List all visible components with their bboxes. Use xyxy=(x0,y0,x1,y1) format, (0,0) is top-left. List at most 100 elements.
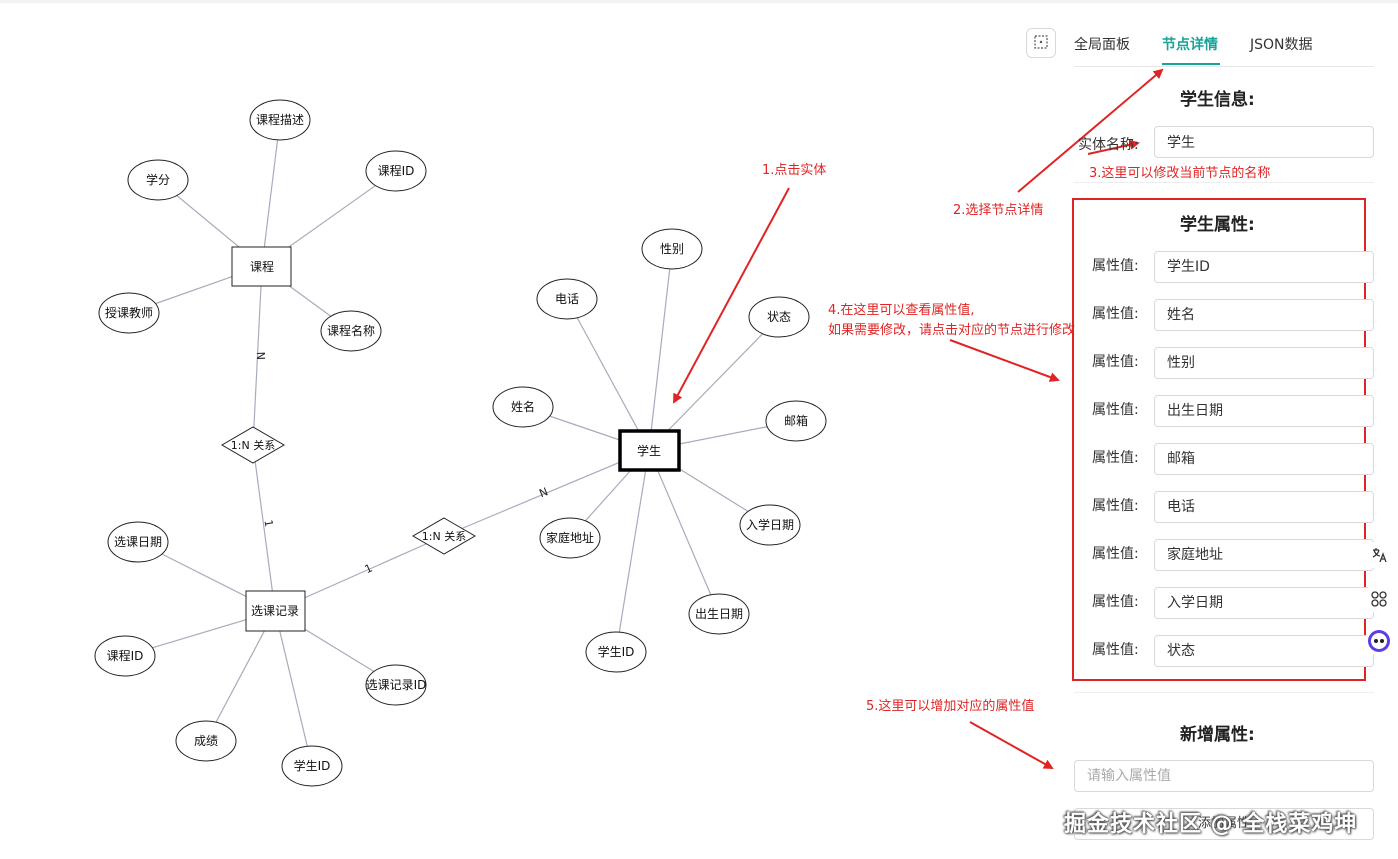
attribute-course-credit[interactable]: 学分 xyxy=(127,159,189,201)
new-attribute-title: 新增属性: xyxy=(1180,725,1255,745)
watermark: 掘金技术社区 @ 全栈菜鸡坤 xyxy=(1064,812,1358,837)
entity-course[interactable]: 课程 xyxy=(231,246,292,287)
active-tab-indicator xyxy=(1162,63,1220,65)
top-border xyxy=(0,0,1398,3)
attribute-value-field[interactable]: 状态 xyxy=(1154,635,1374,667)
divider xyxy=(1074,692,1374,693)
attribute-student-gender[interactable]: 性别 xyxy=(641,228,703,270)
attribute-course-teacher[interactable]: 授课教师 xyxy=(98,292,160,334)
attribute-student-id[interactable]: 学生ID xyxy=(585,631,647,673)
attribute-label: 属性值: xyxy=(1092,450,1139,466)
svg-text:授课教师: 授课教师 xyxy=(105,305,153,320)
attribute-student-enroll-date[interactable]: 入学日期 xyxy=(739,504,801,546)
annotation-2: 2.选择节点详情 xyxy=(953,203,1044,218)
annotation-5: 5.这里可以增加对应的属性值 xyxy=(866,699,1035,714)
relation-record-student[interactable]: 1:N 关系 xyxy=(412,517,476,555)
entity-student-selected[interactable]: 学生 xyxy=(618,429,681,472)
svg-text:入学日期: 入学日期 xyxy=(746,517,794,532)
attribute-course-name[interactable]: 课程名称 xyxy=(320,310,382,352)
attributes-title: 学生属性: xyxy=(1180,215,1255,235)
panel-toggle-button[interactable] xyxy=(1026,28,1056,58)
cardinality-1: 1 xyxy=(363,561,375,576)
attribute-record-score[interactable]: 成绩 xyxy=(175,720,237,762)
attribute-course-desc[interactable]: 课程描述 xyxy=(249,99,311,141)
svg-text:电话: 电话 xyxy=(555,292,579,306)
attribute-student-address[interactable]: 家庭地址 xyxy=(539,517,601,559)
attribute-course-id[interactable]: 课程ID xyxy=(365,150,427,192)
svg-text:性别: 性别 xyxy=(660,242,684,256)
attribute-value-field[interactable]: 电话 xyxy=(1154,491,1374,523)
attribute-label: 属性值: xyxy=(1092,594,1139,610)
attribute-value-field[interactable]: 性别 xyxy=(1154,347,1374,379)
svg-text:课程ID: 课程ID xyxy=(107,648,144,663)
attribute-student-birthdate[interactable]: 出生日期 xyxy=(688,593,750,635)
svg-text:学分: 学分 xyxy=(146,172,170,187)
relation-course-record[interactable]: 1:N 关系 xyxy=(221,426,285,464)
svg-text:课程名称: 课程名称 xyxy=(327,323,375,338)
attribute-label: 属性值: xyxy=(1092,498,1139,514)
svg-text:选课日期: 选课日期 xyxy=(114,535,162,549)
entity-record[interactable]: 选课记录 xyxy=(245,590,306,632)
svg-text:状态: 状态 xyxy=(767,310,791,324)
new-attribute-input[interactable] xyxy=(1087,761,1361,791)
attribute-label: 属性值: xyxy=(1092,306,1139,322)
er-diagram-canvas[interactable]: N 1 1 N 课程 选课记录 学生 1:N 关系 1:N 关系 课程描述 学分 xyxy=(0,0,1060,859)
attribute-student-status[interactable]: 状态 xyxy=(748,296,810,338)
attribute-value-field[interactable]: 家庭地址 xyxy=(1154,539,1374,571)
attribute-label: 属性值: xyxy=(1092,402,1139,418)
annotation-box xyxy=(1072,198,1366,681)
attribute-record-student-id[interactable]: 学生ID xyxy=(281,745,343,787)
svg-text:学生ID: 学生ID xyxy=(598,644,635,659)
attribute-label: 属性值: xyxy=(1092,354,1139,370)
attribute-value-field[interactable]: 姓名 xyxy=(1154,299,1374,331)
svg-text:课程描述: 课程描述 xyxy=(256,112,304,127)
entity-label: 选课记录 xyxy=(251,604,299,618)
entity-label: 课程 xyxy=(250,259,274,274)
tab-json-data[interactable]: JSON数据 xyxy=(1250,37,1313,53)
frame-icon xyxy=(1034,34,1048,53)
tab-global-panel[interactable]: 全局面板 xyxy=(1074,37,1130,53)
svg-text:邮箱: 邮箱 xyxy=(784,413,808,428)
divider xyxy=(1074,182,1374,183)
attribute-record-course-id[interactable]: 课程ID xyxy=(94,635,156,677)
tab-node-details[interactable]: 节点详情 xyxy=(1162,37,1218,53)
annotation-3: 3.这里可以修改当前节点的名称 xyxy=(1089,166,1271,181)
svg-text:成绩: 成绩 xyxy=(194,734,218,748)
new-attribute-field[interactable] xyxy=(1074,760,1374,792)
svg-text:家庭地址: 家庭地址 xyxy=(546,530,594,545)
attribute-record-id[interactable]: 选课记录ID xyxy=(365,664,427,706)
add-attribute-button[interactable]: 添加属性 xyxy=(1074,808,1374,840)
annotation-4-line1: 4.在这里可以查看属性值, xyxy=(828,303,975,318)
attribute-value-field[interactable]: 出生日期 xyxy=(1154,395,1374,427)
apps-grid-icon[interactable] xyxy=(1366,586,1392,612)
attribute-label: 属性值: xyxy=(1092,546,1139,562)
svg-text:课程ID: 课程ID xyxy=(378,163,415,178)
cardinality-n: N xyxy=(254,352,267,361)
annotation-4-line2: 如果需要修改，请点击对应的节点进行修改 xyxy=(828,323,1076,338)
relation-label: 1:N 关系 xyxy=(231,438,275,452)
assistant-bot-icon[interactable] xyxy=(1366,628,1392,654)
cardinality-n: N xyxy=(537,485,550,500)
attribute-student-email[interactable]: 邮箱 xyxy=(765,400,827,442)
attribute-student-phone[interactable]: 电话 xyxy=(536,278,598,320)
svg-text:选课记录ID: 选课记录ID xyxy=(366,678,427,692)
entity-name-field[interactable] xyxy=(1154,126,1374,158)
attribute-label: 属性值: xyxy=(1092,642,1139,658)
attribute-value-field[interactable]: 入学日期 xyxy=(1154,587,1374,619)
attribute-value-field[interactable]: 邮箱 xyxy=(1154,443,1374,475)
entity-info-title: 学生信息: xyxy=(1180,90,1255,110)
svg-text:学生ID: 学生ID xyxy=(294,758,331,773)
entity-name-input[interactable] xyxy=(1167,127,1361,157)
cardinality-1: 1 xyxy=(261,519,275,528)
attribute-record-date[interactable]: 选课日期 xyxy=(107,521,169,563)
svg-text:姓名: 姓名 xyxy=(511,399,535,414)
relation-label: 1:N 关系 xyxy=(422,529,466,543)
entity-name-label: 实体名称: xyxy=(1078,137,1139,153)
svg-text:出生日期: 出生日期 xyxy=(695,607,743,621)
panel-tabs: 全局面板 节点详情 JSON数据 xyxy=(1074,26,1374,67)
attribute-value-field[interactable]: 学生ID xyxy=(1154,251,1374,283)
er-diagram-svg: N 1 1 N 课程 选课记录 学生 1:N 关系 1:N 关系 课程描述 学分 xyxy=(94,99,1060,787)
translate-icon[interactable] xyxy=(1366,542,1392,568)
annotation-arrows-canvas xyxy=(673,187,1060,769)
attribute-student-name[interactable]: 姓名 xyxy=(492,386,554,428)
